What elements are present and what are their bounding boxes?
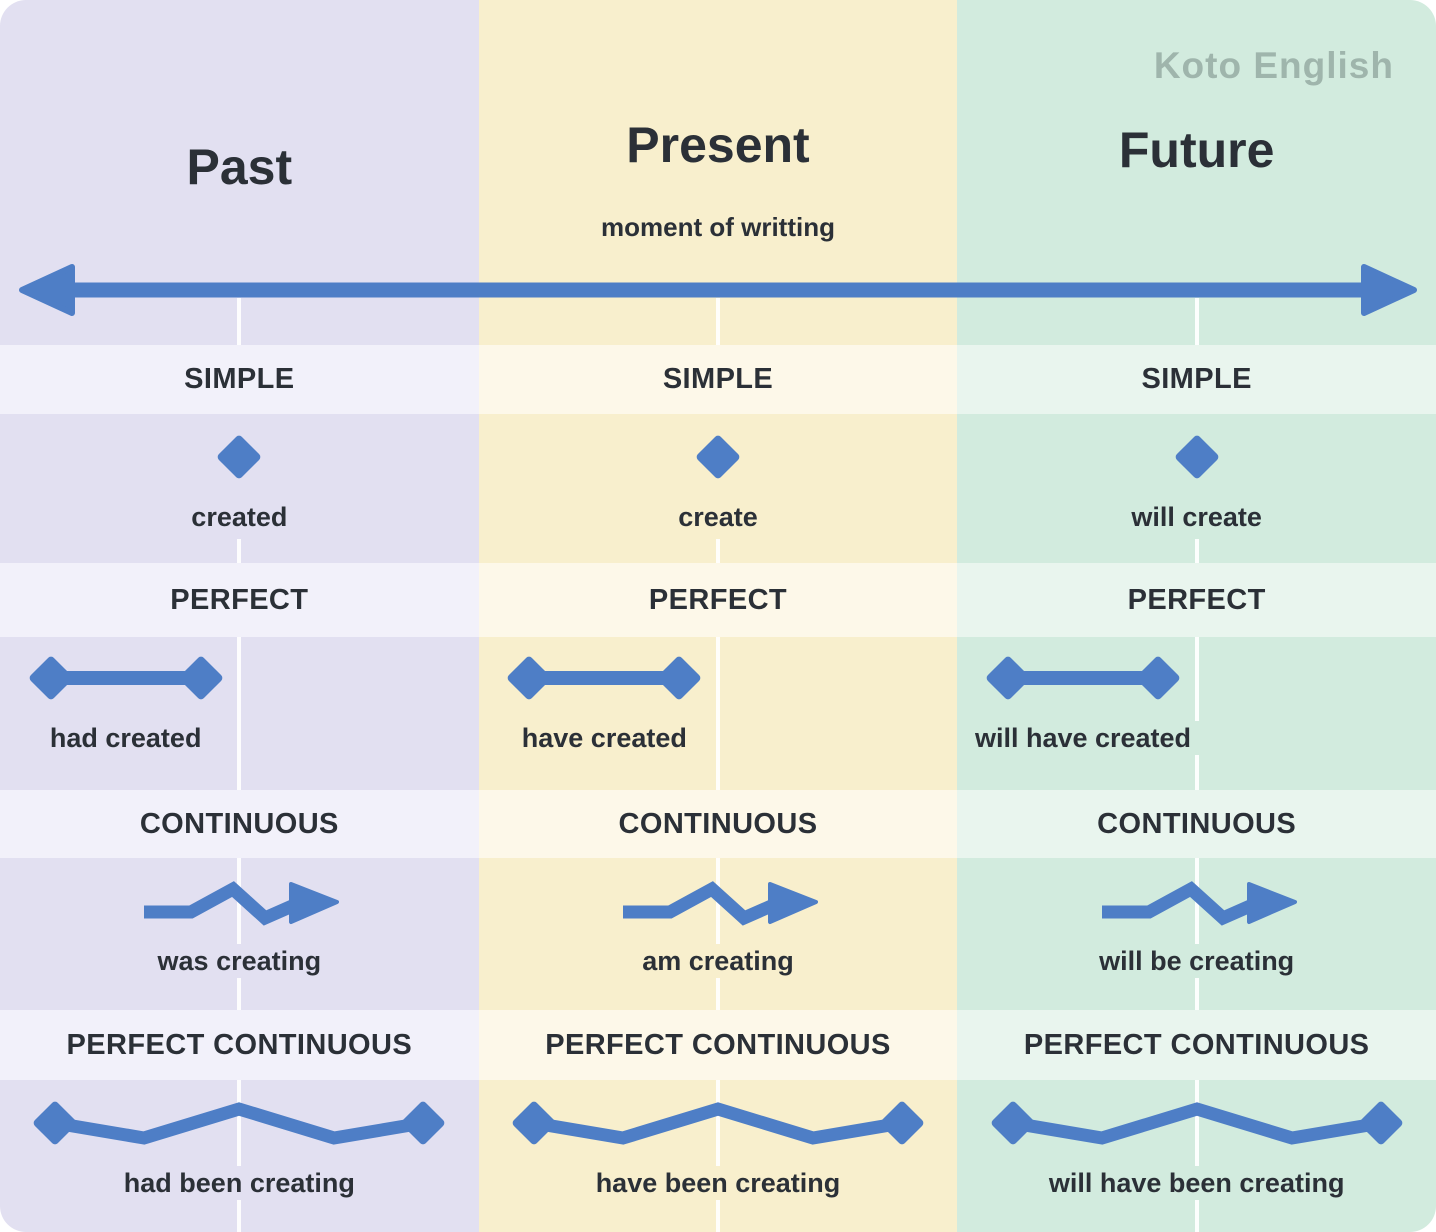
center-tick xyxy=(1194,1080,1199,1232)
row-label: PERFECT CONTINUOUS xyxy=(1023,1028,1370,1061)
verb-form: created xyxy=(183,500,296,534)
center-tick xyxy=(237,1080,242,1232)
center-tick xyxy=(1194,637,1199,790)
row-label: PERFECT xyxy=(1127,583,1266,616)
diamond-point-icon xyxy=(693,428,743,486)
center-tick xyxy=(715,637,720,790)
band-continuous-present: CONTINUOUS xyxy=(478,790,958,858)
diamond-point-icon xyxy=(214,428,264,486)
header-present: Present moment of writting xyxy=(478,0,958,345)
row-label: PERFECT CONTINUOUS xyxy=(66,1028,413,1061)
band-perfect-continuous-future: PERFECT CONTINUOUS xyxy=(957,1010,1436,1080)
center-tick xyxy=(237,637,242,790)
band-perfect-continuous-present: PERFECT CONTINUOUS xyxy=(478,1010,958,1080)
row-label: SIMPLE xyxy=(184,363,295,395)
continuous-past-cell: was creating xyxy=(0,858,479,1010)
verb-form: will be creating xyxy=(1091,944,1303,978)
row-label: CONTINUOUS xyxy=(139,807,339,840)
perfect-present-cell: have created xyxy=(478,637,958,790)
timeline-tick-future xyxy=(1194,298,1199,345)
diamond-range-icon xyxy=(26,649,226,707)
zigzag-arrow-icon xyxy=(1097,872,1297,930)
verb-form: have been creating xyxy=(587,1166,849,1200)
column-title-past: Past xyxy=(186,139,293,195)
row-label: CONTINUOUS xyxy=(618,807,818,840)
simple-past-cell: created xyxy=(0,414,479,563)
header-past: Past xyxy=(0,0,479,345)
verb-form: have created xyxy=(513,721,695,755)
band-simple-past: SIMPLE xyxy=(0,345,479,414)
diamond-range-icon xyxy=(983,649,1183,707)
row-label: PERFECT xyxy=(170,583,309,616)
verb-form: will have created xyxy=(966,721,1200,755)
perfect-past-cell: had created xyxy=(0,637,479,790)
band-simple-present: SIMPLE xyxy=(478,345,958,414)
simple-present-cell: create xyxy=(478,414,958,563)
band-continuous-past: CONTINUOUS xyxy=(0,790,479,858)
center-tick xyxy=(1194,858,1199,1010)
timeline-tick-present xyxy=(715,298,720,345)
band-perfect-continuous-past: PERFECT CONTINUOUS xyxy=(0,1010,479,1080)
zigzag-arrow-icon xyxy=(139,872,340,930)
diamond-point-icon xyxy=(1172,428,1222,486)
verb-form: create xyxy=(670,500,766,534)
zigzag-range-icon xyxy=(987,1094,1407,1152)
row-label: PERFECT CONTINUOUS xyxy=(545,1028,891,1061)
perfect-continuous-future-cell: will have been creating xyxy=(957,1080,1436,1232)
column-title-present: Present xyxy=(626,117,810,173)
row-label: CONTINUOUS xyxy=(1097,807,1297,840)
band-perfect-future: PERFECT xyxy=(957,563,1436,637)
simple-future-cell: will create xyxy=(957,414,1436,563)
row-label: SIMPLE xyxy=(662,363,774,395)
column-title-future: Future xyxy=(1118,122,1275,178)
verb-form: was creating xyxy=(149,944,330,978)
brand-logo: Koto English xyxy=(1153,45,1394,86)
verb-form: am creating xyxy=(634,944,802,978)
timeline-tick-past xyxy=(237,298,242,345)
zigzag-range-icon xyxy=(508,1094,928,1152)
verb-form: had created xyxy=(41,721,210,755)
perfect-continuous-present-cell: have been creating xyxy=(478,1080,958,1232)
center-tick xyxy=(715,539,720,563)
verb-form: will have been creating xyxy=(1040,1166,1353,1200)
continuous-future-cell: will be creating xyxy=(957,858,1436,1010)
center-tick xyxy=(237,539,242,563)
band-perfect-past: PERFECT xyxy=(0,563,479,637)
verb-form: had been creating xyxy=(115,1166,363,1200)
center-tick xyxy=(1194,539,1199,563)
center-tick xyxy=(715,858,720,1010)
diamond-range-icon xyxy=(504,649,704,707)
continuous-present-cell: am creating xyxy=(478,858,958,1010)
band-continuous-future: CONTINUOUS xyxy=(957,790,1436,858)
row-label: SIMPLE xyxy=(1141,363,1252,395)
center-tick xyxy=(715,1080,720,1232)
band-simple-future: SIMPLE xyxy=(957,345,1436,414)
perfect-continuous-past-cell: had been creating xyxy=(0,1080,479,1232)
center-tick xyxy=(237,858,242,1010)
header-future: Koto English Future xyxy=(957,0,1436,345)
zigzag-arrow-icon xyxy=(618,872,818,930)
band-perfect-present: PERFECT xyxy=(478,563,958,637)
row-label: PERFECT xyxy=(648,583,788,616)
present-subtitle: moment of writting xyxy=(601,212,835,242)
zigzag-range-icon xyxy=(29,1094,449,1152)
perfect-future-cell: will have created xyxy=(957,637,1436,790)
verb-form: will create xyxy=(1123,500,1270,534)
